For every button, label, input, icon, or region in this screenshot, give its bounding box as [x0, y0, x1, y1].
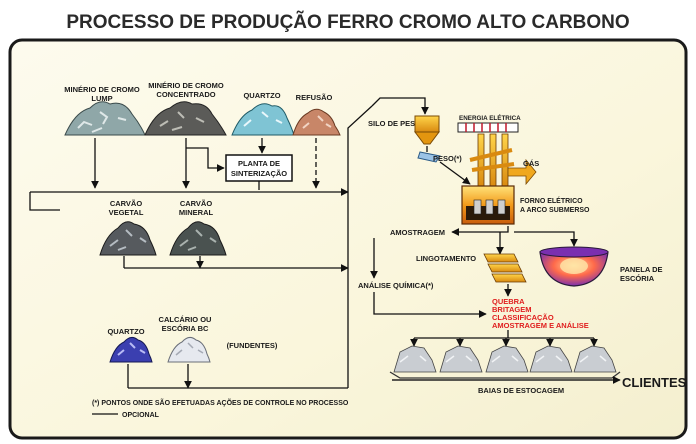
label-analise: ANÁLISE QUÍMICA(*) [358, 281, 434, 290]
label-gas: GÁS [523, 159, 539, 168]
label-amostragem: AMOSTRAGEM [390, 228, 445, 237]
label-lingotamento: LINGOTAMENTO [416, 254, 476, 263]
label-britagem: BRITAGEM [492, 305, 531, 314]
flow-to-silo [371, 97, 429, 115]
silo-hopper-icon [414, 115, 440, 145]
pile-fund-quartzo-icon [109, 336, 153, 363]
storage-bays-icon [389, 345, 621, 379]
label-panela-1: PANELA DE [620, 265, 663, 274]
label-forno-1: FORNO ELÉTRICO [520, 196, 583, 205]
label-amostragem-analise: AMOSTRAGEM E ANÁLISE [492, 321, 589, 330]
gas-exhaust-icon [507, 158, 537, 186]
pile-calcario-icon [167, 336, 211, 363]
label-quartzo: QUARTZO [243, 91, 280, 100]
pile-concentrado-icon [144, 101, 227, 136]
label-classificacao: CLASSIFICAÇÃO [492, 313, 554, 322]
label-carvao-min-1: CARVÃO [180, 199, 213, 208]
label-fundentes: (FUNDENTES) [227, 341, 278, 350]
slag-ladle-icon [539, 246, 609, 287]
label-silo: SILO DE PESAGEM [368, 119, 438, 128]
label-clientes: CLIENTES [622, 375, 687, 390]
footnote-optional: OPCIONAL [122, 412, 160, 419]
label-sinter-1: PLANTA DE [238, 159, 280, 168]
footnote-control: (*) PONTOS ONDE SÃO EFETUADAS AÇÕES DE C… [92, 398, 349, 407]
label-conc-2: CONCENTRADO [156, 90, 215, 99]
electric-busbar-icon [457, 122, 519, 133]
flow-analise-quebra [373, 292, 487, 318]
flow-to-ladle [514, 231, 578, 247]
trunk-line [347, 105, 373, 388]
label-peso: PESO(*) [433, 154, 462, 163]
label-panela-2: ESCÓRIA [620, 274, 655, 283]
label-conc-1: MINÉRIO DE CROMO [148, 81, 224, 90]
label-carvao-veg-2: VEGETAL [109, 208, 144, 217]
label-fund-quartzo: QUARTZO [107, 327, 144, 336]
pile-carvao-mineral-icon [169, 221, 227, 256]
flow-to-furnace [439, 161, 471, 185]
ingot-mold-icon [483, 253, 527, 283]
pile-lump-icon [64, 101, 146, 136]
label-calcario-1: CALCÁRIO OU [159, 315, 212, 324]
label-carvao-min-2: MINERAL [179, 208, 214, 217]
collector-tick [29, 192, 60, 211]
label-refusao: REFUSÃO [296, 93, 333, 102]
label-calcario-2: ESCÓRIA BC [162, 324, 209, 333]
electrodes-icon [469, 133, 515, 187]
label-lump-2: LUMP [91, 94, 112, 103]
label-sinter-2: SINTERIZAÇÃO [231, 169, 287, 178]
label-lump-1: MINÉRIO DE CROMO [64, 85, 140, 94]
page-title: PROCESSO DE PRODUÇÃO FERRO CROMO ALTO CA… [66, 11, 629, 33]
label-quebra: QUEBRA [492, 297, 525, 306]
pile-refusao-icon [292, 108, 341, 136]
label-carvao-veg-1: CARVÃO [110, 199, 143, 208]
pile-carvao-vegetal-icon [99, 221, 157, 256]
label-baias: BAIAS DE ESTOCAGEM [478, 386, 564, 395]
electric-furnace-icon [461, 185, 515, 225]
flow-conc-sinter [186, 147, 225, 172]
label-forno-2: A ARCO SUBMERSO [520, 207, 590, 214]
weigh-chute-icon [417, 151, 441, 163]
label-energia: ENERGIA ELÉTRICA [459, 113, 521, 122]
flow-amostragem [451, 226, 509, 236]
pile-quartzo-icon [231, 103, 295, 136]
